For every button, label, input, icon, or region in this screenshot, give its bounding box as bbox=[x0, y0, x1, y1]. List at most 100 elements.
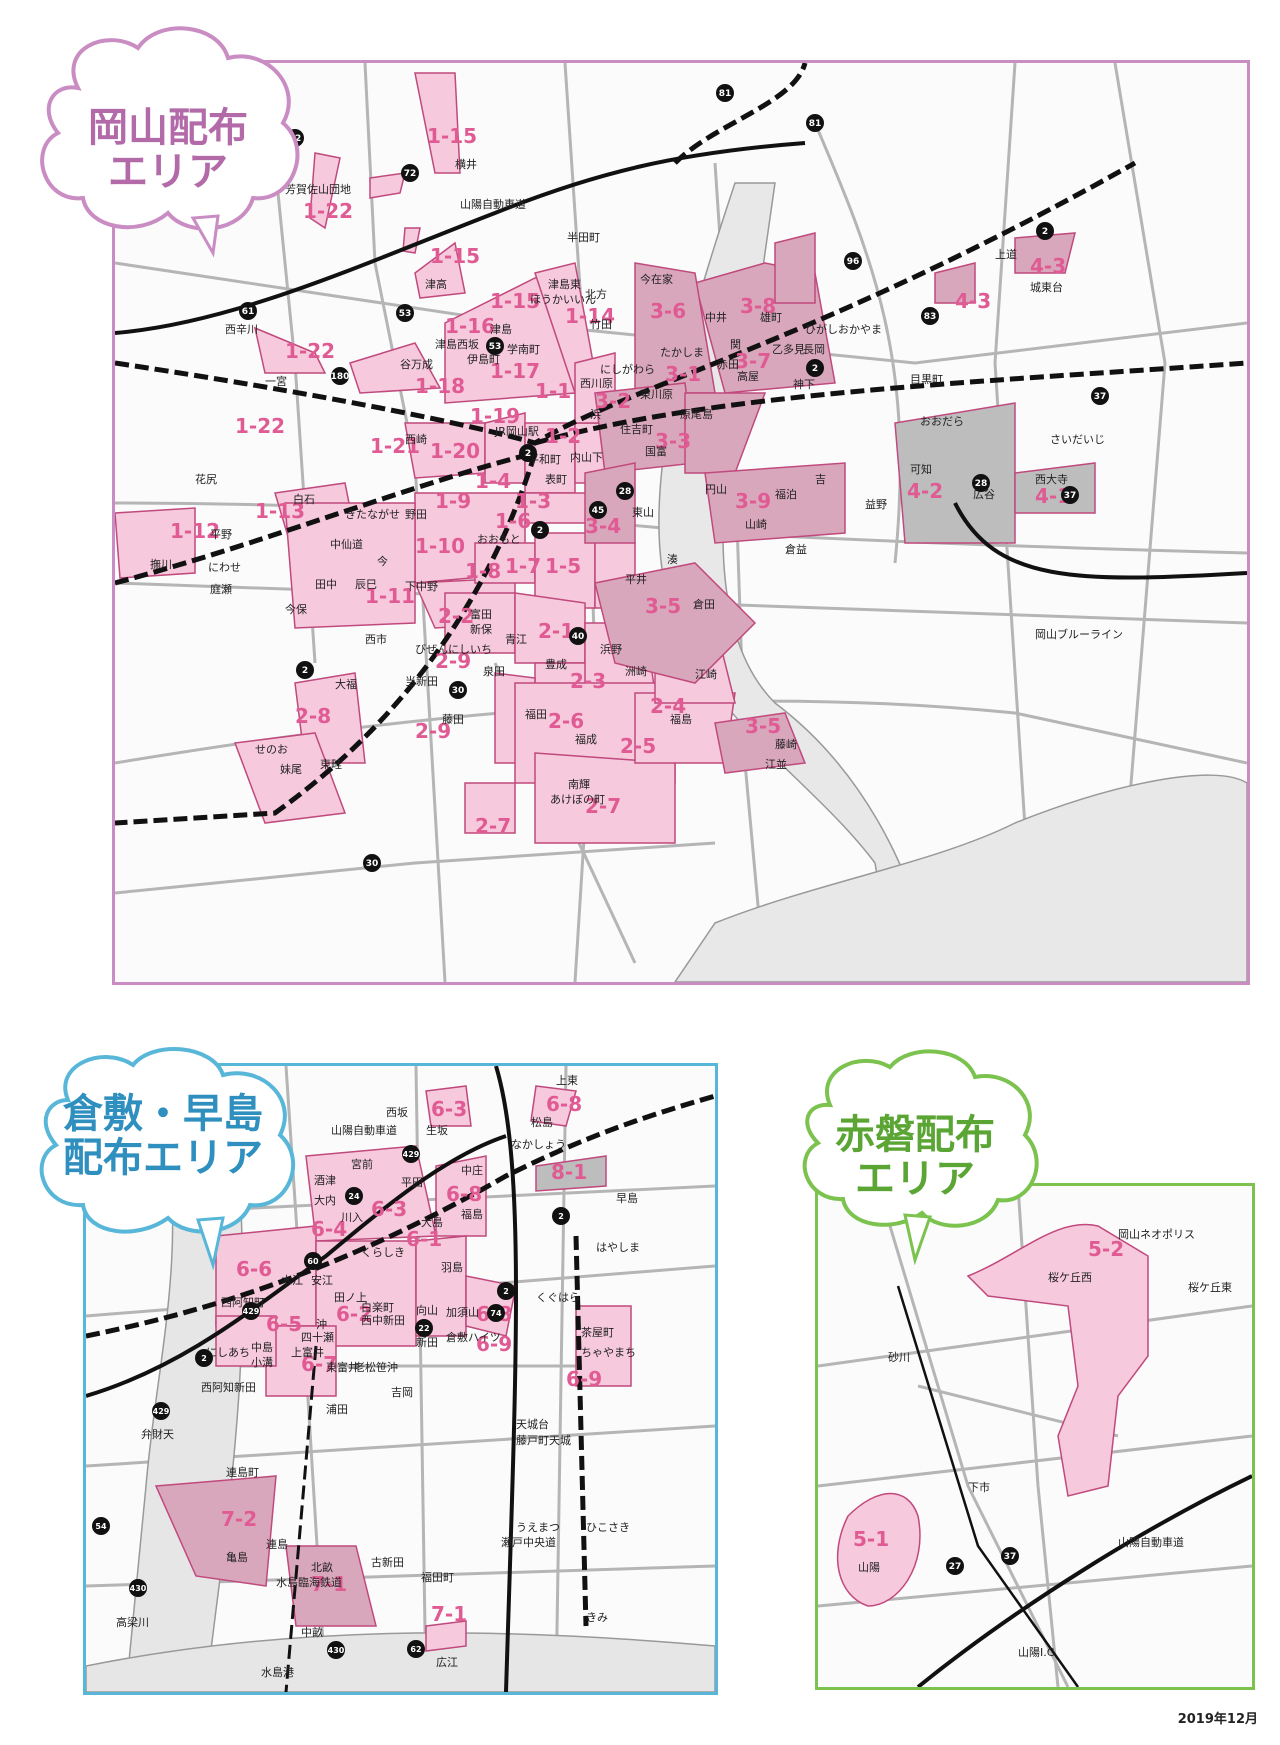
zone-label-6-9: 6-9 bbox=[566, 1367, 602, 1391]
place-label: ひがしおかやま bbox=[805, 322, 882, 336]
zone-label-1-13: 1-13 bbox=[255, 499, 305, 523]
zone-label-3-9: 3-9 bbox=[735, 489, 771, 513]
place-label: あけぼの町 bbox=[550, 793, 605, 806]
place-label: 白楽町 bbox=[361, 1300, 394, 1314]
place-label: 弁財天 bbox=[141, 1427, 174, 1441]
route-marker-28: 28 bbox=[616, 482, 634, 500]
svg-text:429: 429 bbox=[153, 1407, 170, 1416]
zone-label-1-11: 1-11 bbox=[365, 584, 415, 608]
place-label: 内山下 bbox=[570, 450, 603, 464]
zone-label-6-1: 6-1 bbox=[406, 1227, 442, 1251]
svg-text:37: 37 bbox=[1004, 1552, 1017, 1562]
zone-label-3-6: 3-6 bbox=[650, 299, 686, 323]
route-marker-61: 61 bbox=[239, 302, 257, 320]
place-label: たかしま bbox=[660, 346, 704, 359]
title-line-1: 赤磐配布 bbox=[835, 1112, 995, 1158]
route-marker-429: 429 bbox=[242, 1302, 260, 1320]
place-label: はやしま bbox=[596, 1241, 640, 1254]
kurashiki-map[interactable]: 6-3 6-8 6-3 6-8 6-4 6-1 6-6 6-5 6-2 6-7 … bbox=[86, 1066, 715, 1692]
svg-text:24: 24 bbox=[348, 1192, 360, 1201]
kurashiki-map-frame: 6-3 6-8 6-3 6-8 6-4 6-1 6-6 6-5 6-2 6-7 … bbox=[83, 1063, 718, 1695]
place-label: 高梁川 bbox=[116, 1615, 149, 1629]
place-label: 中井 bbox=[705, 310, 727, 324]
svg-text:72: 72 bbox=[404, 169, 417, 179]
place-label: 津高 bbox=[425, 277, 447, 291]
place-label: 桜ケ丘東 bbox=[1188, 1280, 1232, 1294]
place-label: 東山 bbox=[632, 506, 654, 519]
svg-text:2: 2 bbox=[558, 1212, 564, 1221]
svg-text:53: 53 bbox=[399, 309, 412, 319]
place-label: 山陽I.C bbox=[1018, 1646, 1055, 1659]
svg-text:180: 180 bbox=[331, 372, 350, 382]
place-label: にしあち bbox=[206, 1346, 250, 1359]
okayama-map-frame: 1-15 1-22 1-15 1-22 1-22 1-16 1-15 1-17 … bbox=[112, 60, 1250, 985]
place-label: くぐはら bbox=[536, 1291, 580, 1304]
route-marker-37: 37 bbox=[1091, 387, 1109, 405]
zone-label-1-8: 1-8 bbox=[465, 559, 501, 583]
place-label: 山陽 bbox=[858, 1561, 880, 1574]
zone-label-2-3: 2-3 bbox=[570, 669, 606, 693]
place-label: 神下 bbox=[793, 377, 815, 391]
place-label: 住吉町 bbox=[620, 422, 653, 436]
svg-text:53: 53 bbox=[489, 342, 502, 352]
zone-label-6-8: 6-8 bbox=[546, 1092, 582, 1116]
route-marker-180: 180 bbox=[331, 367, 350, 385]
svg-text:30: 30 bbox=[366, 859, 379, 869]
okayama-map[interactable]: 1-15 1-22 1-15 1-22 1-22 1-16 1-15 1-17 … bbox=[115, 63, 1247, 982]
zone-label-2-6: 2-6 bbox=[548, 709, 584, 733]
place-label: びぜんにしいち bbox=[415, 643, 492, 656]
zone-label-1-3: 1-3 bbox=[515, 489, 551, 513]
zone-label-1-18: 1-18 bbox=[415, 374, 465, 398]
akaiwa-zone-labels: 5-2 5-1 bbox=[853, 1237, 1124, 1551]
zone-label-2-2: 2-2 bbox=[438, 604, 474, 628]
place-label: 花尻 bbox=[195, 473, 217, 486]
zone-label-1-15: 1-15 bbox=[430, 244, 480, 268]
zone-label-6-2: 6-2 bbox=[336, 1302, 372, 1326]
okayama-zones bbox=[115, 72, 1096, 844]
place-label: 早島 bbox=[616, 1191, 638, 1205]
route-marker-429: 429 bbox=[152, 1402, 170, 1420]
zone-label-2-7: 2-7 bbox=[475, 814, 511, 838]
svg-text:27: 27 bbox=[949, 1562, 962, 1572]
place-label: 田ノ上 bbox=[334, 1291, 367, 1304]
svg-text:30: 30 bbox=[452, 686, 465, 696]
place-label: おおだら bbox=[920, 415, 964, 428]
akaiwa-map[interactable]: 5-2 5-1 岡山ネオポリス 桜ケ丘西 桜ケ丘東 砂川 下市 山陽 山陽自動車… bbox=[818, 1186, 1252, 1687]
place-label: 連島町 bbox=[226, 1465, 259, 1479]
zone-label-3-5: 3-5 bbox=[645, 594, 681, 618]
place-label: 新田 bbox=[416, 1335, 438, 1349]
place-label: 西阿知新田 bbox=[201, 1380, 256, 1394]
zone-label-3-4: 3-4 bbox=[585, 514, 621, 538]
svg-text:430: 430 bbox=[130, 1584, 147, 1593]
place-label: うえまつ bbox=[516, 1521, 560, 1534]
akaiwa-roads bbox=[818, 1186, 1252, 1687]
place-label: 藤崎 bbox=[775, 737, 797, 751]
place-label: 江崎 bbox=[695, 667, 717, 681]
place-label: 笹沖 bbox=[376, 1361, 398, 1374]
route-marker-53: 53 bbox=[396, 304, 414, 322]
akaiwa-railway bbox=[896, 1285, 1080, 1687]
place-label: 庭瀬 bbox=[210, 582, 232, 596]
place-label: 吉 bbox=[815, 473, 826, 486]
place-label: 高屋 bbox=[737, 369, 759, 383]
place-label: にわせ bbox=[208, 561, 241, 574]
zone-label-6-7: 6-7 bbox=[301, 1352, 337, 1376]
svg-text:22: 22 bbox=[418, 1324, 429, 1333]
place-label: 沖 bbox=[316, 1318, 327, 1331]
place-label: 芳賀佐山団地 bbox=[285, 182, 351, 196]
zone-label-8-1: 8-1 bbox=[551, 1160, 587, 1184]
route-marker-2: 2 bbox=[296, 661, 314, 679]
route-marker-430: 430 bbox=[327, 1641, 345, 1659]
place-label: 中島 bbox=[251, 1340, 273, 1354]
place-label: 乙多見 bbox=[772, 342, 805, 356]
kurashiki-route-markers: 429 429 429 24 60 2 2 2 22 74 54 430 430… bbox=[92, 1145, 570, 1659]
okayama-title-cloud: 岡山配布 エリア bbox=[18, 18, 318, 258]
place-label: 水江 bbox=[281, 1274, 303, 1287]
place-label: 四十瀬 bbox=[301, 1330, 334, 1344]
place-label: 藤戸町天城 bbox=[516, 1434, 571, 1447]
svg-text:40: 40 bbox=[572, 632, 585, 642]
okayama-area-title: 岡山配布 エリア bbox=[18, 106, 318, 194]
place-label: 山陽自動車道 bbox=[331, 1123, 397, 1137]
place-label: 津島東 bbox=[548, 277, 581, 291]
place-label: 東富井 bbox=[326, 1360, 359, 1374]
